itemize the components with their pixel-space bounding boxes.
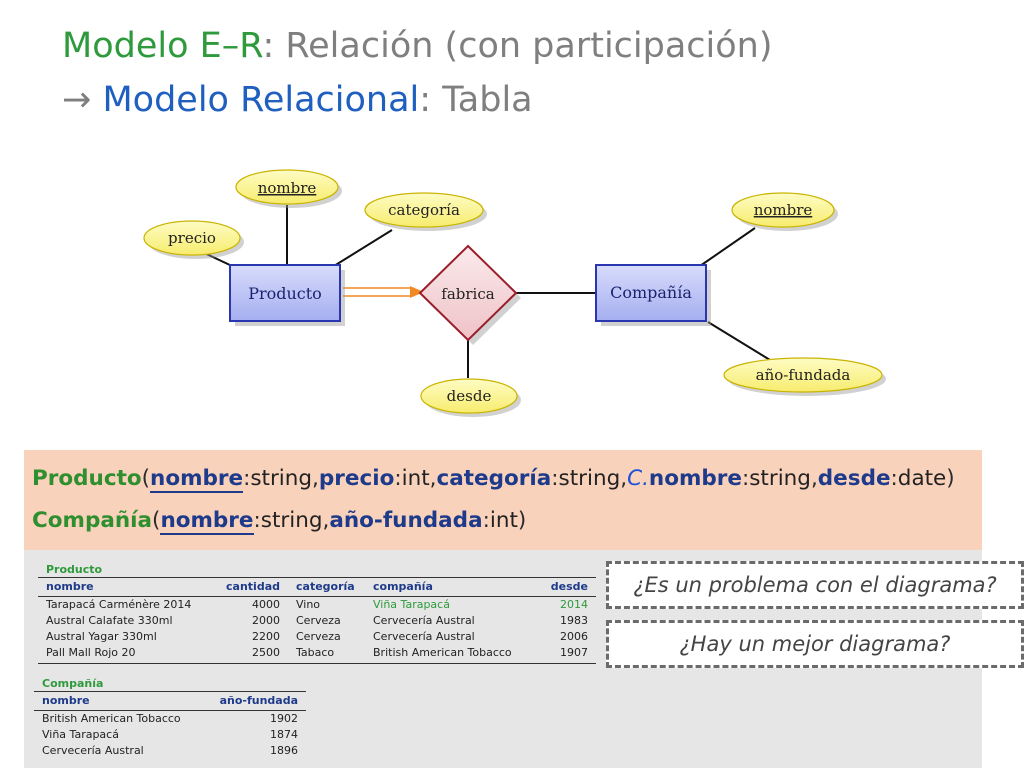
attribute-producto-nombre-label: nombre	[258, 179, 317, 197]
table-producto-caption: Producto	[46, 563, 103, 576]
table-cell: 1983	[560, 614, 588, 627]
table-cell: Cervecería Austral	[373, 614, 475, 627]
schema-attr-name: precio	[318, 466, 395, 491]
attribute-compania-nombre-label: nombre	[754, 201, 813, 219]
table-cell: Cerveza	[296, 630, 341, 643]
attribute-producto-categoria: categoría	[364, 192, 487, 231]
schema-producto: Producto(nombre:string,precio:int,catego…	[32, 466, 955, 493]
table-cell: 2014	[560, 598, 588, 611]
table-cell: British American Tobacco	[42, 712, 181, 725]
table-cell: Viña Tarapacá	[42, 728, 119, 741]
title-table: : Tabla	[419, 80, 533, 120]
table-compania-header: nombre año-fundada	[34, 691, 306, 711]
table-producto-bottom-rule	[38, 661, 596, 664]
table-cell: Austral Yagar 330ml	[46, 630, 157, 643]
table-cell: British American Tobacco	[373, 646, 512, 659]
table-row: Pall Mall Rojo 20 2500 Tabaco British Am…	[38, 645, 596, 661]
table-cell: 4000	[252, 598, 280, 611]
schema-attr-type: date	[897, 466, 947, 491]
question-better-text: ¿Hay un mejor diagrama?	[679, 632, 951, 656]
table-cell: Austral Calafate 330ml	[46, 614, 173, 627]
column-header: nombre	[42, 694, 90, 707]
attribute-producto-categoria-label: categoría	[388, 201, 460, 219]
schema-attr-name: nombre	[160, 508, 254, 535]
table-cell: Tarapacá Carménère 2014	[46, 598, 192, 611]
table-cell: 2500	[252, 646, 280, 659]
table-cell: 1874	[270, 728, 298, 741]
table-cell: Cerveza	[296, 614, 341, 627]
column-header: desde	[550, 580, 588, 593]
schema-attr-type: string	[558, 466, 621, 491]
table-compania: Compañía nombre año-fundada British Amer…	[34, 676, 306, 759]
table-row: Austral Yagar 330ml 2200 Cerveza Cervece…	[38, 629, 596, 645]
schema-attr-type: string	[260, 508, 323, 533]
relationship-fabrica: fabrica	[418, 244, 521, 345]
attribute-compania-nombre: nombre	[731, 192, 838, 231]
table-producto: Producto nombre cantidad categoría compa…	[38, 562, 596, 664]
table-cell: Vino	[296, 598, 321, 611]
table-cell: 1896	[270, 744, 298, 757]
table-cell: Cervecería Austral	[373, 630, 475, 643]
slide-title-line-1: Modelo E–R: Relación (con participación)	[62, 24, 773, 68]
schema-attr-type: string	[250, 466, 313, 491]
table-producto-header: nombre cantidad categoría compañía desde	[38, 577, 596, 597]
attribute-rel-desde: desde	[420, 378, 521, 417]
column-header: categoría	[296, 580, 355, 593]
participation-arrow	[343, 286, 424, 298]
schema-attr-type: string	[749, 466, 811, 491]
schema-attr-name: nombre	[648, 466, 742, 491]
schema-compania: Compañía(nombre:string,año-fundada:int)	[32, 508, 527, 535]
schema-attr-name: desde	[817, 466, 891, 491]
entity-producto: Producto	[229, 264, 345, 326]
table-row: Austral Calafate 330ml 2000 Cerveza Cerv…	[38, 613, 596, 629]
attribute-compania-ano-fundada: año-fundada	[723, 357, 886, 396]
table-compania-caption: Compañía	[42, 677, 104, 690]
schema-attr-prefix: C.	[627, 466, 649, 491]
title-relation: : Relación (con participación)	[262, 26, 773, 66]
attribute-rel-desde-label: desde	[447, 387, 492, 405]
table-cell: 1902	[270, 712, 298, 725]
schema-attr-name: categoría	[436, 466, 552, 491]
schema-attr-type: int	[401, 466, 430, 491]
title-relational-model: Modelo Relacional	[102, 80, 420, 120]
schema-producto-name: Producto	[32, 466, 142, 491]
column-header: cantidad	[226, 580, 280, 593]
table-row: Cervecería Austral 1896	[34, 743, 306, 759]
table-cell: Viña Tarapacá	[373, 598, 450, 611]
arrow-icon: →	[62, 80, 92, 120]
column-header: año-fundada	[219, 694, 298, 707]
table-cell: 2006	[560, 630, 588, 643]
schema-attr-type: int	[489, 508, 518, 533]
title-er-model: Modelo E–R	[62, 26, 263, 66]
entity-compania: Compañía	[595, 264, 711, 326]
table-row: British American Tobacco 1902	[34, 711, 306, 727]
question-box-problem: ¿Es un problema con el diagrama?	[606, 561, 1024, 609]
column-header: nombre	[46, 580, 94, 593]
schema-attr-name: nombre	[150, 466, 244, 493]
question-box-better: ¿Hay un mejor diagrama?	[606, 620, 1024, 668]
table-row: Tarapacá Carménère 2014 4000 Vino Viña T…	[38, 597, 596, 613]
schema-attr-name: año-fundada	[329, 508, 483, 533]
attribute-producto-nombre: nombre	[235, 169, 342, 208]
table-row: Viña Tarapacá 1874	[34, 727, 306, 743]
attribute-producto-precio: precio	[143, 220, 244, 259]
er-diagram: Producto Compañía fabrica nombre precio …	[143, 169, 886, 417]
relationship-fabrica-label: fabrica	[441, 285, 494, 303]
table-cell: 1907	[560, 646, 588, 659]
entity-producto-label: Producto	[248, 284, 322, 303]
table-cell: Tabaco	[296, 646, 335, 659]
question-problem-text: ¿Es un problema con el diagrama?	[633, 573, 997, 597]
entity-compania-label: Compañía	[610, 283, 692, 302]
schema-compania-name: Compañía	[32, 508, 153, 533]
table-cell: 2000	[252, 614, 280, 627]
table-cell: 2200	[252, 630, 280, 643]
column-header: compañía	[373, 580, 433, 593]
slide-title-line-2: → Modelo Relacional: Tabla	[62, 78, 533, 122]
attribute-compania-ano-fundada-label: año-fundada	[756, 366, 851, 384]
relational-schema: Producto(nombre:string,precio:int,catego…	[24, 450, 982, 550]
table-cell: Cervecería Austral	[42, 744, 144, 757]
table-cell: Pall Mall Rojo 20	[46, 646, 136, 659]
attribute-producto-precio-label: precio	[168, 229, 216, 247]
